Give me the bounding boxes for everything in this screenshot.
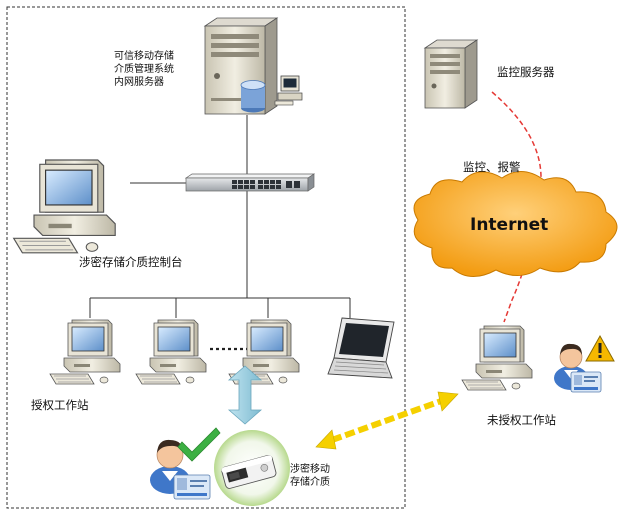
monitor-server-icon bbox=[423, 39, 479, 109]
internet-cloud-icon bbox=[413, 171, 618, 277]
monitor-alarm-label: 监控、报警 bbox=[463, 160, 521, 174]
workstation-icon-2 bbox=[135, 319, 207, 385]
unauthorized-user-icon bbox=[554, 343, 602, 393]
database-icon bbox=[240, 80, 266, 113]
internet-label: Internet bbox=[470, 215, 549, 235]
transfer-double-arrow bbox=[315, 391, 459, 450]
authorized-workstation-label: 授权工作站 bbox=[31, 398, 89, 412]
workstation-icon-1 bbox=[49, 319, 121, 385]
console-computer-icon bbox=[12, 159, 116, 254]
warning-icon bbox=[585, 334, 615, 362]
server-label-line2: 介质管理系统 bbox=[114, 64, 174, 75]
server-label-line1: 可信移动存储 bbox=[114, 51, 174, 62]
switch-icon bbox=[184, 173, 316, 192]
laptop-icon bbox=[327, 317, 395, 379]
media-label-line1: 涉密移动 bbox=[290, 464, 330, 475]
check-icon bbox=[177, 427, 221, 462]
network-lines bbox=[89, 115, 351, 318]
terminal-icon bbox=[274, 75, 303, 106]
media-label-line2: 存储介质 bbox=[290, 477, 330, 488]
server-icon bbox=[203, 17, 303, 115]
unauthorized-workstation-icon bbox=[461, 325, 533, 391]
id-card-icon bbox=[173, 474, 211, 500]
authorized-user-icon bbox=[150, 439, 211, 500]
vertical-double-arrow bbox=[227, 365, 263, 425]
unauthorized-workstation-label: 未授权工作站 bbox=[487, 413, 556, 427]
usb-media-icon bbox=[214, 430, 290, 506]
intranet-boundary bbox=[6, 6, 406, 509]
monitor-server-label: 监控服务器 bbox=[497, 65, 555, 79]
server-label-line3: 内网服务器 bbox=[114, 77, 164, 88]
console-label: 涉密存储介质控制台 bbox=[79, 255, 183, 269]
